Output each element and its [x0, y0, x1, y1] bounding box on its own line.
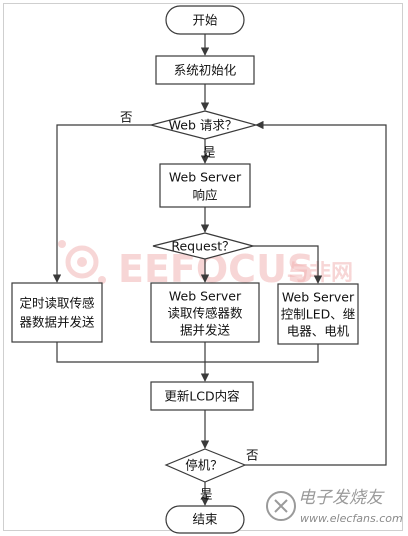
end-terminal — [165, 505, 245, 534]
arrow-request-to-control — [253, 245, 323, 284]
update-lcd-process — [150, 381, 254, 411]
stop-label: 停机？ — [185, 458, 223, 473]
request-label: Request？ — [171, 239, 234, 254]
init-process — [155, 55, 255, 85]
stop-no-label: 否 — [246, 448, 259, 463]
server-control-process — [277, 283, 359, 345]
web-response-label-2: 响应 — [192, 188, 217, 203]
timed-read-label-1: 定时读取传感 — [19, 296, 94, 311]
web-no-label: 否 — [120, 110, 133, 125]
server-control-label-3: 电器、电机 — [287, 324, 350, 339]
line-control-merge — [205, 344, 319, 363]
timed-read-process — [11, 282, 103, 343]
connectors — [52, 34, 387, 506]
end-label: 结束 — [192, 512, 218, 527]
elecfans-watermark: 电子发烧友 www.elecfans.com — [266, 488, 403, 525]
update-lcd-label: 更新LCD内容 — [164, 389, 239, 404]
web-response-label-1: Web Server — [169, 170, 242, 185]
server-control-label-1: Web Server — [282, 290, 355, 305]
server-read-label-3: 据并发送 — [180, 323, 231, 338]
server-read-process — [150, 282, 260, 343]
elecfans-watermark-cn: 电子发烧友 — [298, 488, 385, 508]
arrow-web-no — [52, 124, 151, 283]
timed-read-label-2: 器数据并发送 — [19, 315, 95, 330]
start-label: 开始 — [192, 13, 218, 28]
eefocus-watermark-cn: 与非网 — [287, 261, 353, 286]
web-request-label: Web 请求？ — [169, 118, 238, 133]
elecfans-logo-icon — [266, 491, 296, 521]
server-read-label-1: Web Server — [169, 289, 242, 304]
eefocus-logo-icon — [58, 240, 106, 284]
web-response-process — [159, 163, 251, 208]
elecfans-watermark-url: www.elecfans.com — [300, 512, 403, 525]
start-terminal — [165, 5, 245, 35]
request-decision — [152, 232, 256, 260]
arrow-stop-no-loop — [245, 120, 387, 466]
stop-yes-label: 是 — [200, 487, 213, 502]
stop-decision — [164, 448, 247, 483]
web-yes-label: 是 — [203, 145, 216, 160]
init-label: 系统初始化 — [174, 63, 237, 78]
server-control-label-2: 控制LED、继 — [281, 307, 356, 322]
web-request-decision — [148, 110, 259, 140]
server-read-label-2: 读取传感器数 — [167, 306, 243, 321]
line-timed-merge — [56, 342, 205, 363]
